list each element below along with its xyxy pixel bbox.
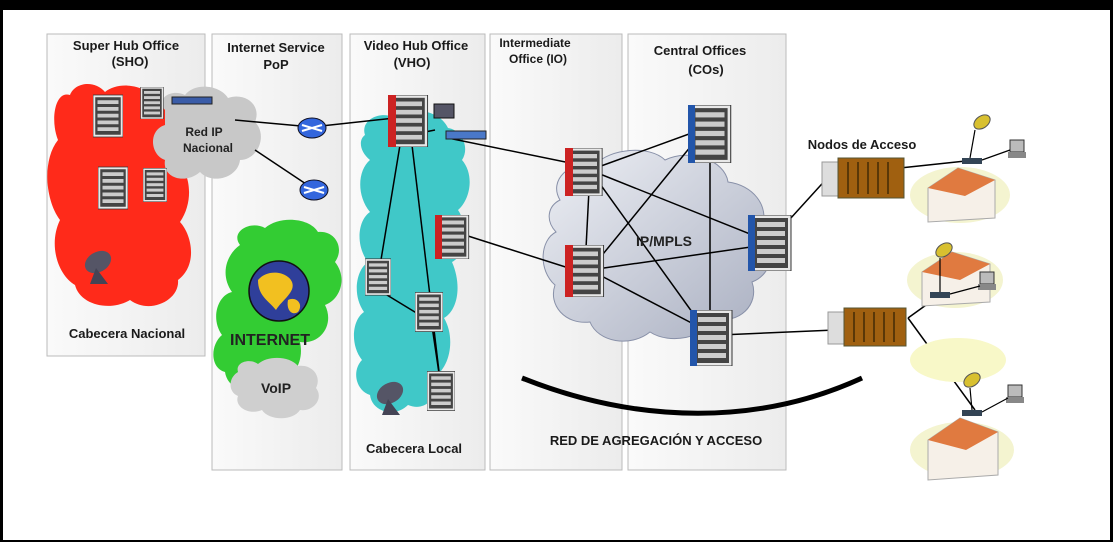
co-switch-3 bbox=[691, 310, 733, 366]
satellite-dish-icon bbox=[973, 114, 991, 130]
red-ip-label-line2: Nacional bbox=[183, 141, 233, 155]
vho-title-line1: Video Hub Office bbox=[364, 38, 469, 53]
co-switch-2 bbox=[750, 215, 792, 271]
isp-title-line1: Internet Service bbox=[227, 40, 325, 55]
aggregation-arc bbox=[521, 375, 864, 416]
router-icon bbox=[299, 179, 329, 201]
cabecera-nacional-label: Cabecera Nacional bbox=[69, 326, 185, 341]
access-node-icon bbox=[827, 307, 907, 347]
io-title-line2: Office (IO) bbox=[509, 52, 567, 66]
isp-title-line2: PoP bbox=[263, 57, 289, 72]
sho-switch-1 bbox=[93, 94, 123, 138]
satellite-dish-icon bbox=[963, 372, 981, 388]
pc-icon bbox=[978, 271, 996, 290]
house-icon bbox=[910, 338, 1006, 382]
co-title-line1: Central Offices bbox=[654, 43, 746, 58]
modem-icon bbox=[930, 292, 950, 298]
cabecera-local-label: Cabecera Local bbox=[366, 441, 462, 456]
red-ip-label-line1: Red IP bbox=[185, 125, 222, 139]
red-ip-cloud bbox=[152, 86, 261, 179]
sho-title-line1: Super Hub Office bbox=[73, 38, 179, 53]
house-icon bbox=[910, 167, 1010, 223]
modem-icon bbox=[962, 410, 982, 416]
pc-icon bbox=[1008, 139, 1026, 158]
house-icon bbox=[910, 417, 1014, 481]
sho-switch-2 bbox=[140, 87, 164, 119]
satellite-dish-icon bbox=[935, 242, 953, 258]
satellite-dish-icon bbox=[376, 381, 404, 415]
red-agregacion-label: RED DE AGREGACIÓN Y ACCESO bbox=[550, 433, 762, 448]
modem-icon bbox=[962, 158, 982, 164]
co-title-line2: (COs) bbox=[688, 62, 723, 77]
vho-switch-4 bbox=[415, 292, 443, 332]
access-node-icon bbox=[821, 157, 905, 199]
vho-title-line2: (VHO) bbox=[394, 55, 431, 70]
sho-title-line2: (SHO) bbox=[112, 54, 149, 69]
vho-hub bbox=[445, 130, 487, 140]
co-switch-1 bbox=[688, 105, 732, 163]
vho-small-switch bbox=[433, 103, 455, 119]
vho-switch-3 bbox=[365, 258, 391, 296]
satellite-dish-icon bbox=[84, 250, 112, 284]
vho-switch-5 bbox=[427, 371, 455, 411]
io-title-line1: Intermediate bbox=[499, 36, 571, 50]
internet-label: INTERNET bbox=[230, 332, 310, 349]
pc-icon bbox=[1006, 384, 1024, 403]
globe-icon bbox=[248, 260, 310, 322]
voip-label: VoIP bbox=[261, 380, 291, 396]
sho-switch-4 bbox=[143, 168, 167, 202]
router-icon bbox=[297, 117, 327, 139]
sho-switch-3 bbox=[98, 166, 128, 210]
nodos-acceso-label: Nodos de Acceso bbox=[808, 137, 917, 152]
vho-cloud bbox=[353, 110, 470, 413]
ipmpls-label: IP/MPLS bbox=[636, 233, 692, 249]
voip-cloud bbox=[230, 357, 319, 419]
sho-hub bbox=[171, 96, 213, 105]
